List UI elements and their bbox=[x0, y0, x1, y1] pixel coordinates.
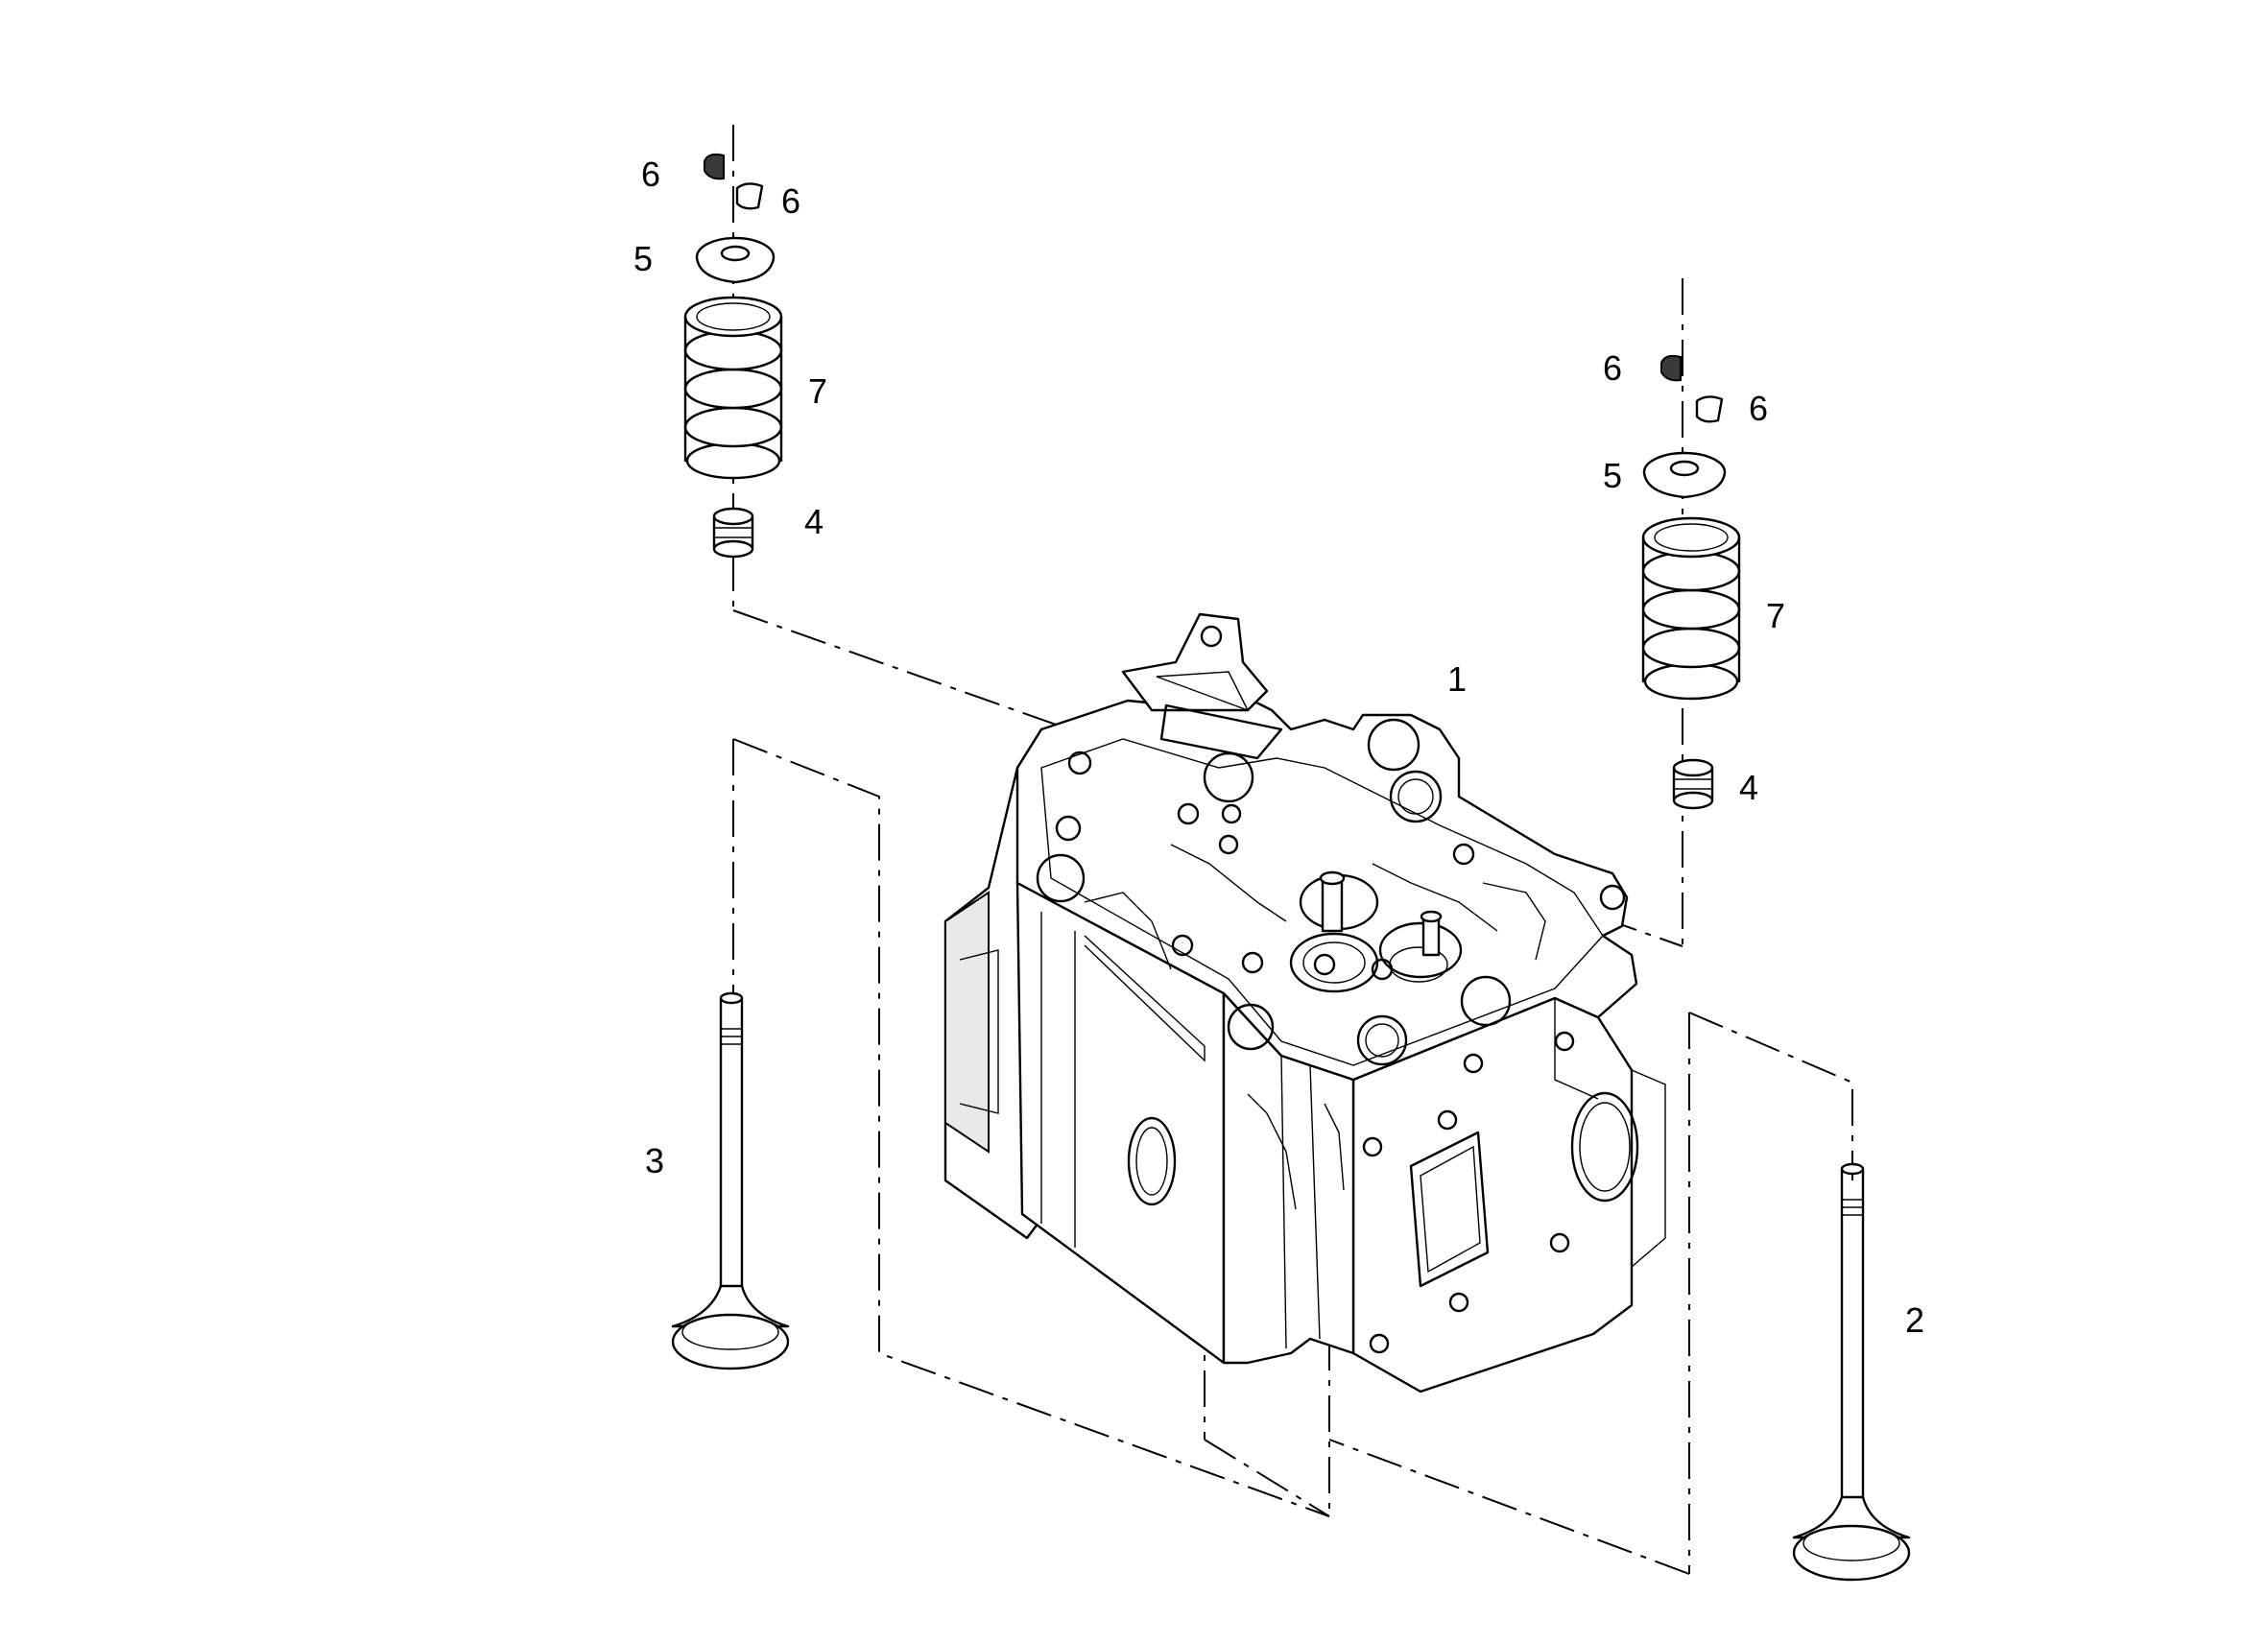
valve-collet-right-a bbox=[1660, 354, 1682, 382]
valve-spring-left bbox=[683, 296, 783, 480]
callout-labels: 1 2 3 4 4 5 5 6 6 6 6 7 7 bbox=[633, 155, 1924, 1340]
callout-6-left-b: 6 bbox=[781, 181, 800, 221]
valve-spring-right bbox=[1641, 516, 1741, 701]
valve-collet-left-a bbox=[704, 153, 725, 180]
exhaust-valve bbox=[1792, 1162, 1911, 1582]
callout-6-right-a: 6 bbox=[1603, 348, 1622, 388]
valve-stem-seal-right bbox=[1672, 758, 1714, 810]
callout-4-right: 4 bbox=[1739, 768, 1758, 807]
right-valve-train bbox=[1641, 354, 1741, 810]
left-valve-train bbox=[683, 153, 783, 559]
valve-stem-seal-left bbox=[712, 507, 754, 559]
callout-2: 2 bbox=[1905, 1300, 1924, 1340]
callout-4-left: 4 bbox=[804, 502, 824, 541]
callout-6-right-b: 6 bbox=[1749, 389, 1768, 428]
callout-3: 3 bbox=[645, 1141, 664, 1180]
callout-6-left-a: 6 bbox=[641, 155, 660, 194]
callout-7-left: 7 bbox=[808, 371, 827, 411]
spring-retainer-left bbox=[695, 236, 776, 284]
spring-retainer-right bbox=[1642, 451, 1727, 499]
valve-collet-right-b bbox=[1695, 395, 1724, 423]
callout-5-right: 5 bbox=[1603, 456, 1622, 495]
callout-7-right: 7 bbox=[1766, 596, 1785, 635]
cylinder-head bbox=[943, 612, 1666, 1394]
intake-valve bbox=[671, 991, 790, 1370]
valve-collet-left-b bbox=[735, 182, 764, 210]
callout-1: 1 bbox=[1447, 659, 1467, 699]
callout-5-left: 5 bbox=[633, 239, 653, 278]
